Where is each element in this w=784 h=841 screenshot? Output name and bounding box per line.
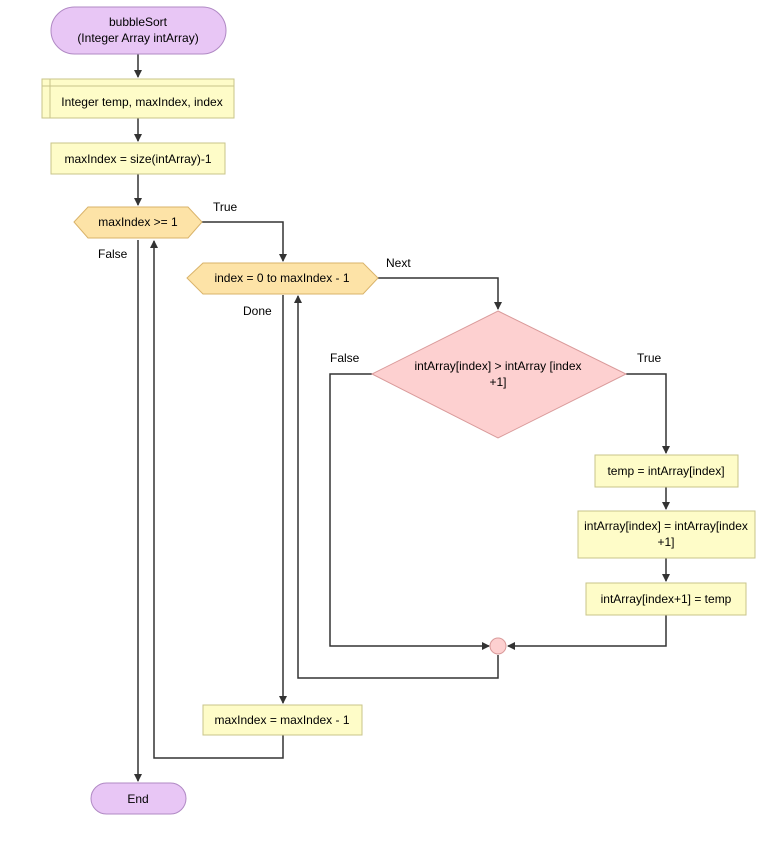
decrement-text: maxIndex = maxIndex - 1 bbox=[214, 713, 349, 727]
for-loop-text: index = 0 to maxIndex - 1 bbox=[214, 271, 349, 285]
declare-text: Integer temp, maxIndex, index bbox=[61, 95, 222, 109]
while-false-label: False bbox=[98, 247, 128, 261]
swap-temp-text: temp = intArray[index] bbox=[607, 464, 724, 478]
if-true-label: True bbox=[637, 351, 662, 365]
assign-max-text: maxIndex = size(intArray)-1 bbox=[64, 152, 211, 166]
if-false-label: False bbox=[330, 351, 360, 365]
merge-connector[interactable] bbox=[489, 637, 507, 655]
swap-restore-node[interactable]: intArray[index+1] = temp bbox=[585, 582, 747, 616]
edges bbox=[134, 54, 670, 782]
swap-assign-node[interactable]: intArray[index] = intArray[index +1] bbox=[577, 510, 756, 559]
end-node[interactable]: End bbox=[90, 782, 187, 815]
swap-assign-line2: +1] bbox=[657, 535, 674, 549]
edge-for-next-to-if bbox=[378, 277, 502, 310]
edge-merge-loop-back bbox=[294, 295, 499, 679]
swap-restore-text: intArray[index+1] = temp bbox=[601, 592, 732, 606]
edge-decrement-loop-back bbox=[150, 240, 284, 759]
while-loop-node[interactable]: maxIndex >= 1 bbox=[73, 206, 203, 239]
assign-max-node[interactable]: maxIndex = size(intArray)-1 bbox=[50, 142, 226, 175]
for-next-label: Next bbox=[386, 256, 411, 270]
end-text: End bbox=[127, 792, 148, 806]
decrement-node[interactable]: maxIndex = maxIndex - 1 bbox=[202, 704, 363, 736]
declare-node[interactable]: Integer temp, maxIndex, index bbox=[41, 78, 235, 119]
if-condition-line2: +1] bbox=[489, 375, 506, 389]
if-condition-line1: intArray[index] > intArray [index bbox=[414, 359, 581, 373]
edge-if-false-to-merge bbox=[329, 373, 490, 650]
swap-assign-line1: intArray[index] = intArray[index bbox=[584, 519, 748, 533]
for-done-label: Done bbox=[243, 304, 272, 318]
edge-if-true-to-swap1 bbox=[626, 373, 670, 454]
edge-swap3-to-merge bbox=[507, 615, 667, 650]
swap-temp-node[interactable]: temp = intArray[index] bbox=[594, 454, 739, 488]
start-params: (Integer Array intArray) bbox=[77, 31, 198, 45]
start-title: bubbleSort bbox=[109, 15, 168, 29]
if-decision-node[interactable]: intArray[index] > intArray [index +1] bbox=[370, 310, 628, 439]
while-condition: maxIndex >= 1 bbox=[98, 215, 178, 229]
for-loop-node[interactable]: index = 0 to maxIndex - 1 bbox=[186, 262, 379, 295]
while-true-label: True bbox=[213, 200, 238, 214]
edge-while-true-to-for bbox=[202, 221, 287, 262]
start-node[interactable]: bubbleSort (Integer Array intArray) bbox=[50, 6, 227, 55]
